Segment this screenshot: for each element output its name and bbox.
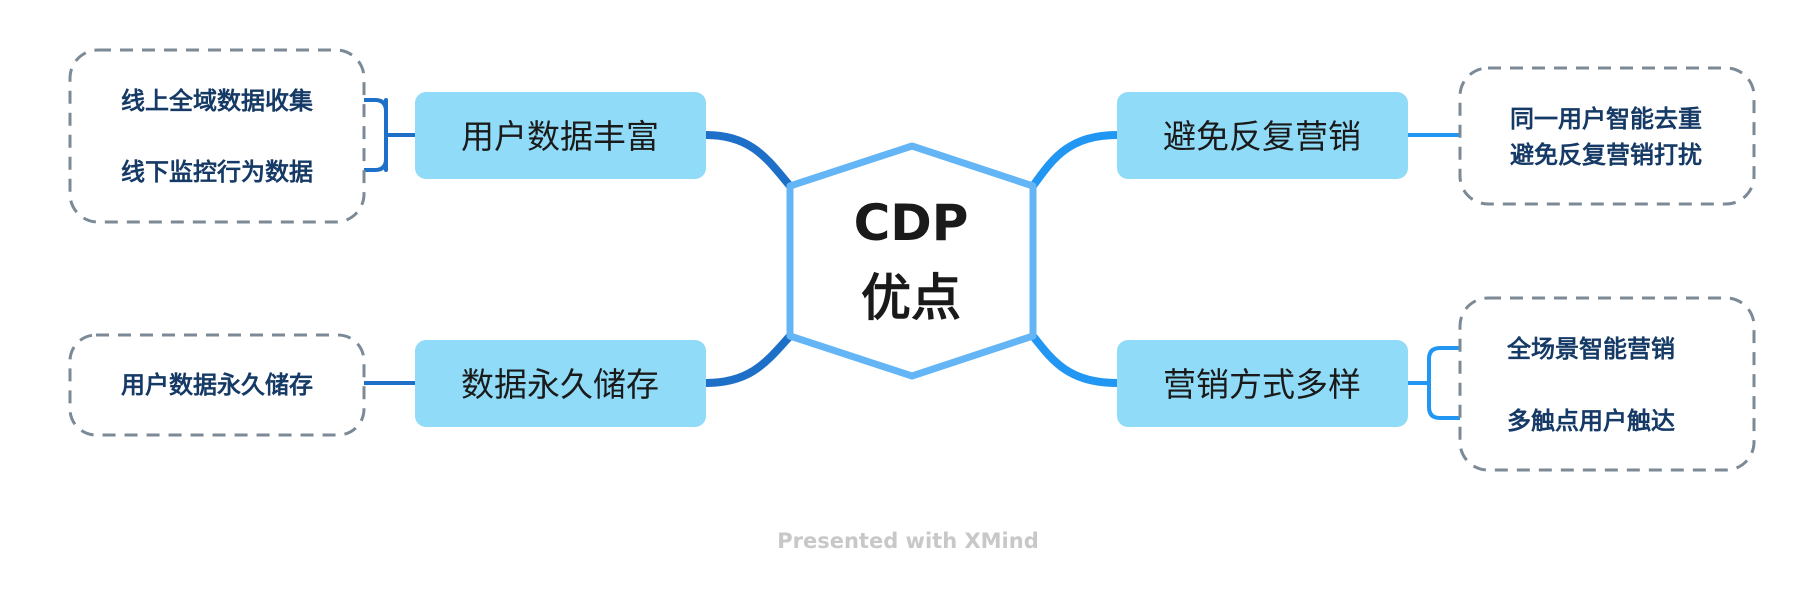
subtopic-permanent-user-data: 用户数据永久储存: [121, 371, 313, 399]
topic-permanent-storage[interactable]: 数据永久储存: [415, 340, 706, 427]
topic-avoid-repeat-marketing[interactable]: 避免反复营销: [1117, 92, 1408, 179]
subtopic-dedupe-user: 同一用户智能去重: [1510, 105, 1702, 133]
subtopic-offline-behavior-data: 线下监控行为数据: [121, 158, 313, 186]
footer-watermark: Presented with XMind: [777, 529, 1038, 553]
subtopic-group-top-left[interactable]: 线上全域数据收集 线下监控行为数据: [68, 48, 366, 224]
subtopic-group-bottom-right[interactable]: 全场景智能营销 多触点用户触达: [1458, 296, 1756, 472]
subtopic-group-bottom-left[interactable]: 用户数据永久储存: [68, 333, 366, 437]
connector-bottom-left: [702, 332, 794, 387]
subtopic-avoid-disturbance: 避免反复营销打扰: [1510, 141, 1702, 169]
subtopic-multi-touch-reach: 多触点用户触达: [1507, 407, 1675, 435]
center-node[interactable]: [786, 142, 1037, 380]
topic-user-data-rich-label: 用户数据丰富: [461, 117, 659, 156]
topic-avoid-repeat-marketing-label: 避免反复营销: [1163, 117, 1361, 156]
center-title-line1: CDP: [854, 194, 969, 252]
connector-top-left: [702, 131, 794, 190]
subtopic-online-data-collection: 线上全域数据收集: [121, 87, 314, 115]
topic-user-data-rich[interactable]: 用户数据丰富: [415, 92, 706, 179]
subtopic-all-scene-marketing: 全场景智能营销: [1506, 335, 1675, 363]
topic-diverse-marketing[interactable]: 营销方式多样: [1117, 340, 1408, 427]
center-title-line2: 优点: [861, 269, 961, 327]
topic-diverse-marketing-label: 营销方式多样: [1163, 365, 1361, 404]
subtopic-group-top-right[interactable]: 同一用户智能去重 避免反复营销打扰: [1458, 66, 1756, 206]
leaf-connector-bottom-right: [1406, 346, 1479, 420]
leaf-connector-top-left: [340, 98, 417, 172]
connector-top-right: [1029, 131, 1121, 190]
topic-permanent-storage-label: 数据永久储存: [461, 365, 659, 404]
connector-bottom-right: [1029, 332, 1121, 387]
